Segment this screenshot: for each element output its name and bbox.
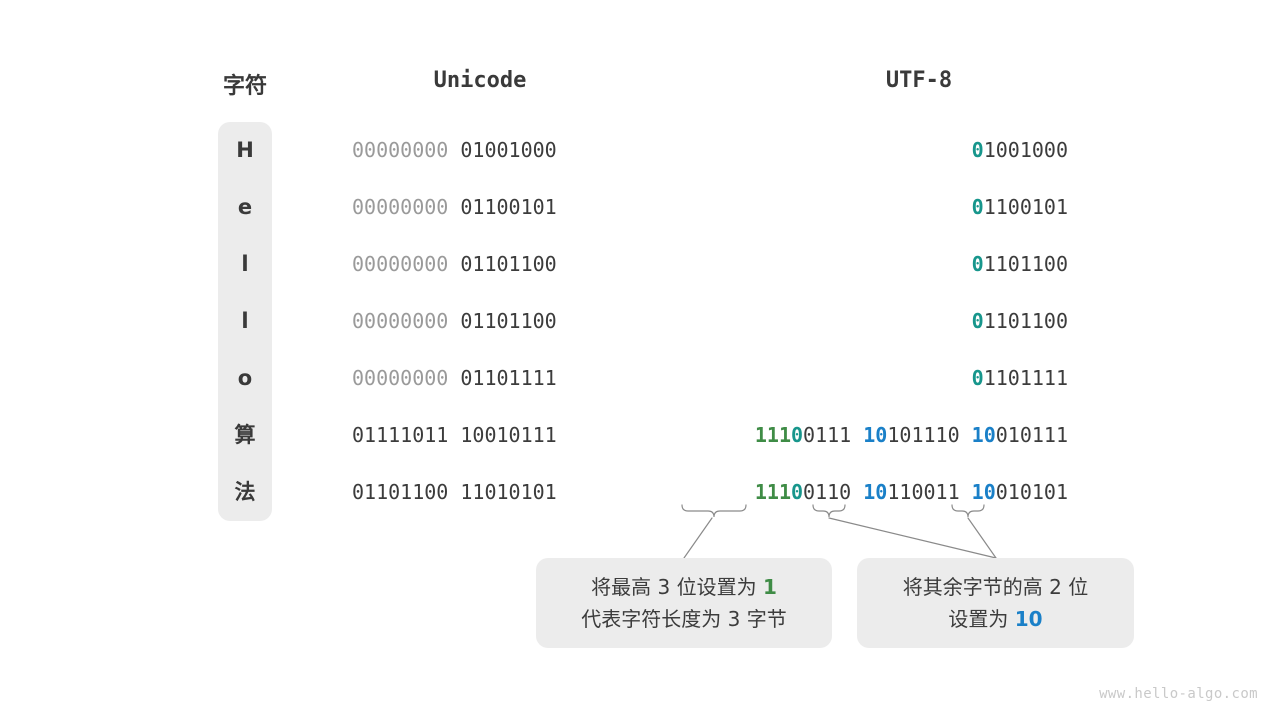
utf8-lead-bit: 0 — [971, 252, 984, 276]
callout-continuation-prefix: 将其余字节的高 2 位 设置为 10 — [857, 558, 1134, 648]
utf8-payload-bits: 010111 — [995, 423, 1068, 447]
callout-line: 设置为 10 — [948, 603, 1042, 635]
utf8-cell: 11100110 10110011 10010101 — [610, 464, 1068, 521]
utf8-continuation-prefix-bits: 10 — [863, 480, 888, 504]
utf8-cell: 11100111 10101110 10010111 — [610, 407, 1068, 464]
character-cell: 算 — [234, 423, 256, 447]
unicode-value-byte: 01101111 — [448, 366, 557, 390]
connector-line-continuation-1 — [828, 517, 997, 559]
callout-text: 设置为 — [948, 607, 1015, 631]
utf8-continuation-prefix-bits: 10 — [863, 423, 888, 447]
column-header-utf8: UTF-8 — [885, 68, 953, 93]
unicode-cell: 00000000 01101100 — [352, 293, 608, 350]
utf8-byte-gap — [960, 423, 972, 447]
utf8-payload-bits: 101110 — [887, 423, 960, 447]
unicode-value-byte: 01100101 — [448, 195, 557, 219]
unicode-value-byte: 01101100 — [448, 309, 557, 333]
utf8-lead-bit: 0 — [971, 138, 984, 162]
utf8-payload-bits: 1100101 — [983, 195, 1068, 219]
utf8-byte-gap — [851, 480, 863, 504]
unicode-cell: 00000000 01100101 — [352, 179, 608, 236]
utf8-payload-bits: 1101100 — [983, 252, 1068, 276]
utf8-length-marker-bits: 111 — [754, 423, 791, 447]
utf8-byte-gap — [851, 423, 863, 447]
utf8-continuation-prefix-bits: 10 — [971, 480, 996, 504]
utf8-payload-bits: 010101 — [995, 480, 1068, 504]
callout-highlight-value: 1 — [762, 575, 777, 599]
unicode-padding-byte: 00000000 — [352, 366, 449, 390]
utf8-lead-bit: 0 — [971, 309, 984, 333]
utf8-payload-bits: 0111 — [803, 423, 852, 447]
utf8-payload-bits: 1101111 — [983, 366, 1068, 390]
character-cell: 法 — [234, 480, 256, 504]
unicode-cell: 00000000 01101111 — [352, 350, 608, 407]
unicode-padding-byte: 00000000 — [352, 252, 449, 276]
column-header-character: 字符 — [222, 74, 267, 99]
unicode-cell: 01101100 11010101 — [352, 464, 608, 521]
utf8-lead-bit: 0 — [971, 366, 984, 390]
callout-line: 将最高 3 位设置为 1 — [591, 571, 777, 603]
unicode-value-byte: 01101100 — [448, 252, 557, 276]
unicode-padding-byte: 00000000 — [352, 309, 449, 333]
utf8-length-terminator-bit: 0 — [791, 423, 804, 447]
utf8-byte-gap — [960, 480, 972, 504]
character-cell: l — [241, 252, 249, 276]
unicode-cell: 00000000 01001000 — [352, 122, 608, 179]
callout-line: 将其余字节的高 2 位 — [902, 575, 1089, 599]
callout-text: 将最高 3 位设置为 — [591, 575, 763, 599]
unicode-cell: 00000000 01101100 — [352, 236, 608, 293]
character-cell: o — [237, 366, 253, 390]
utf8-payload-bits: 110011 — [887, 480, 960, 504]
utf8-lead-bit: 0 — [971, 195, 984, 219]
connector-line-continuation-2 — [967, 517, 997, 559]
utf8-payload-bits: 1101100 — [983, 309, 1068, 333]
utf8-cell: 01101100 — [610, 236, 1068, 293]
utf8-cell: 01100101 — [610, 179, 1068, 236]
character-cell: H — [236, 138, 254, 162]
unicode-value-byte: 01111011 10010111 — [352, 423, 557, 447]
utf8-payload-bits: 0110 — [803, 480, 852, 504]
utf8-length-marker-bits: 111 — [754, 480, 791, 504]
callout-length-marker: 将最高 3 位设置为 1 代表字符长度为 3 字节 — [536, 558, 832, 648]
unicode-value-byte: 01001000 — [448, 138, 557, 162]
callout-line: 代表字符长度为 3 字节 — [581, 607, 787, 631]
unicode-padding-byte: 00000000 — [352, 195, 449, 219]
utf8-cell: 01101100 — [610, 293, 1068, 350]
column-header-unicode: Unicode — [433, 68, 527, 93]
character-cell: e — [237, 195, 253, 219]
unicode-padding-byte: 00000000 — [352, 138, 449, 162]
watermark: www.hello-algo.com — [1099, 686, 1258, 702]
character-cell: l — [241, 309, 249, 333]
unicode-value-byte: 01101100 11010101 — [352, 480, 557, 504]
utf8-payload-bits: 1001000 — [983, 138, 1068, 162]
unicode-cell: 01111011 10010111 — [352, 407, 608, 464]
utf8-continuation-prefix-bits: 10 — [971, 423, 996, 447]
utf8-cell: 01001000 — [610, 122, 1068, 179]
utf8-cell: 01101111 — [610, 350, 1068, 407]
utf8-length-terminator-bit: 0 — [791, 480, 804, 504]
character-column-panel — [218, 122, 272, 521]
connector-line-length-marker — [683, 517, 713, 559]
callout-highlight-value: 10 — [1014, 607, 1043, 631]
